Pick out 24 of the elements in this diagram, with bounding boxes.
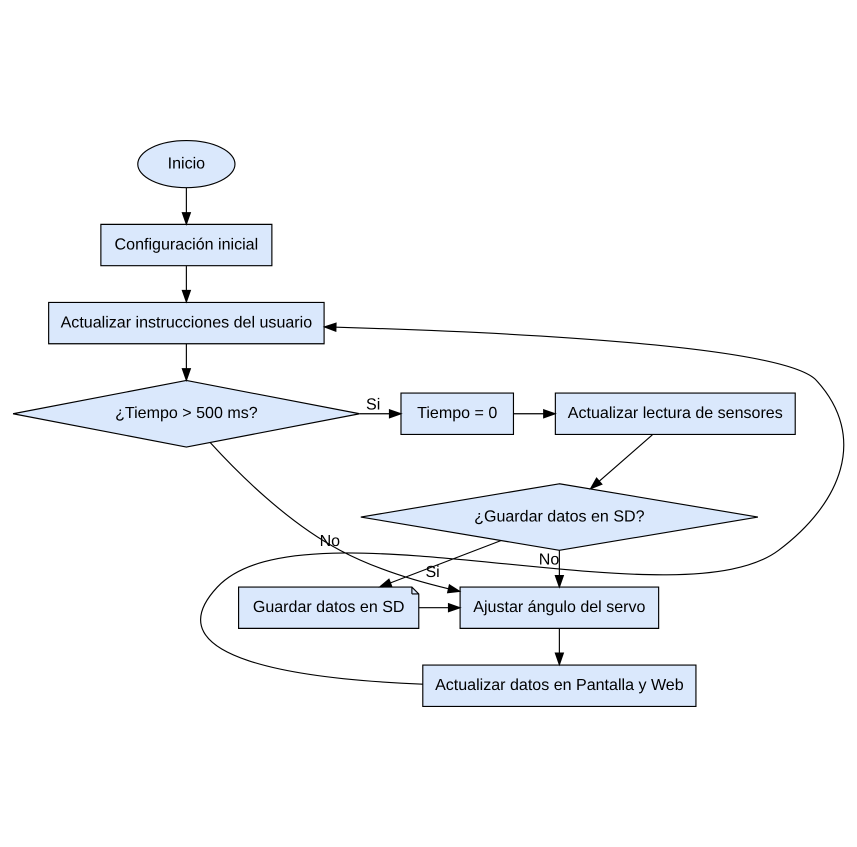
arrow	[182, 266, 192, 304]
node-box: Tiempo = 0	[400, 392, 514, 435]
arrow	[554, 628, 564, 666]
edge-label: Si	[425, 562, 440, 581]
edge-label: Si	[366, 395, 380, 414]
node-box: Configuración inicial	[100, 224, 272, 266]
node-ellipse: Inicio	[137, 140, 236, 188]
arrow	[200, 322, 844, 685]
node-box: Ajustar ángulo del servo	[460, 586, 660, 629]
arrow	[514, 408, 557, 419]
arrow	[554, 550, 564, 589]
arrow	[589, 434, 653, 490]
node-diamond: ¿Guardar datos en SD?	[360, 483, 758, 551]
node-diamond: ¿Tiempo > 500 ms?	[12, 380, 360, 448]
arrow	[182, 188, 192, 226]
node-box: Actualizar instrucciones del usuario	[48, 302, 325, 344]
node-box: Actualizar lectura de sensores	[554, 392, 796, 435]
edge-label: No	[538, 550, 560, 568]
arrow	[378, 540, 502, 588]
arrow	[360, 408, 403, 419]
arrow	[182, 344, 192, 382]
arrow	[418, 602, 462, 613]
node-box: Actualizar datos en Pantalla y Web	[422, 664, 697, 707]
edge-label: No	[320, 532, 340, 550]
